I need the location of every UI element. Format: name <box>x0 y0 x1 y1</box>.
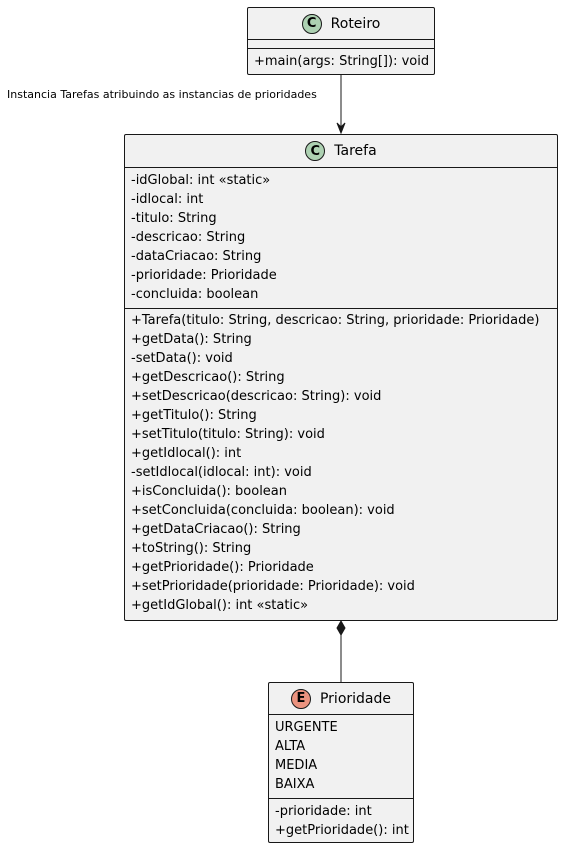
enum-prioridade-members: -prioridade: int +getPrioridade(): int <box>269 798 413 843</box>
field-line: -concluida: boolean <box>131 287 259 302</box>
method-line: +getTitulo(): String <box>131 408 257 423</box>
roteiro-tarefa-arrowhead <box>336 122 346 135</box>
enum-prioridade-header: E Prioridade <box>269 683 413 715</box>
enum-value: MEDIA <box>275 758 318 773</box>
method-line: +getIdlocal(): int <box>131 446 242 461</box>
field-line: -titulo: String <box>131 211 217 226</box>
class-tarefa-fields: -idGlobal: int «static» -idlocal: int -t… <box>125 168 557 308</box>
method-line: -setData(): void <box>131 351 233 366</box>
class-stereotype-icon: C <box>305 141 326 161</box>
field-line: -descricao: String <box>131 230 246 245</box>
method-line: +isConcluida(): boolean <box>131 484 288 499</box>
field-line: -idlocal: int <box>131 192 204 207</box>
class-roteiro-fields <box>248 40 434 48</box>
enum-value: BAIXA <box>275 777 315 792</box>
class-stereotype-icon: C <box>301 13 322 34</box>
class-roteiro-header: C Roteiro <box>248 8 434 40</box>
class-tarefa-methods: +Tarefa(titulo: String, descricao: Strin… <box>125 308 557 618</box>
member-line: -prioridade: int <box>275 804 372 819</box>
enum-stereotype-icon: E <box>290 688 311 709</box>
class-roteiro[interactable]: C Roteiro +main(args: String[]): void <box>247 7 435 75</box>
enum-value: URGENTE <box>275 720 338 735</box>
method-line: +getDataCriacao(): String <box>131 522 301 537</box>
enum-prioridade[interactable]: E Prioridade URGENTE ALTA MEDIA BAIXA -p… <box>268 682 414 843</box>
method-line: -setIdlocal(idlocal: int): void <box>131 465 312 480</box>
method-line: +setDescricao(descricao: String): void <box>131 389 382 404</box>
method-line: +getIdGlobal(): int «static» <box>131 598 309 613</box>
field-line: -dataCriacao: String <box>131 249 262 264</box>
class-tarefa-header: C Tarefa <box>125 135 557 168</box>
method-line: +getData(): String <box>131 332 252 347</box>
method-line: +setPrioridade(prioridade: Prioridade): … <box>131 579 415 594</box>
enum-prioridade-name: Prioridade <box>319 690 392 707</box>
class-tarefa-name: Tarefa <box>334 143 377 159</box>
method-line: +setConcluida(concluida: boolean): void <box>131 503 395 518</box>
class-tarefa[interactable]: C Tarefa -idGlobal: int «static» -idloca… <box>124 134 558 621</box>
class-roteiro-methods: +main(args: String[]): void <box>248 48 434 74</box>
method-line: +main(args: String[]): void <box>254 54 430 69</box>
field-line: -prioridade: Prioridade <box>131 268 277 283</box>
field-line: -idGlobal: int «static» <box>131 173 271 188</box>
edge-label: Instancia Tarefas atribuindo as instanci… <box>7 88 317 101</box>
class-roteiro-name: Roteiro <box>330 15 381 32</box>
enum-value: ALTA <box>275 739 306 754</box>
method-line: +setTitulo(titulo: String): void <box>131 427 325 442</box>
method-line: +getDescricao(): String <box>131 370 285 385</box>
enum-prioridade-values: URGENTE ALTA MEDIA BAIXA <box>269 715 413 798</box>
composition-diamond <box>336 619 346 637</box>
method-line: +Tarefa(titulo: String, descricao: Strin… <box>131 313 540 328</box>
method-line: +getPrioridade(): Prioridade <box>131 560 314 575</box>
member-line: +getPrioridade(): int <box>275 823 409 838</box>
method-line: +toString(): String <box>131 541 252 556</box>
